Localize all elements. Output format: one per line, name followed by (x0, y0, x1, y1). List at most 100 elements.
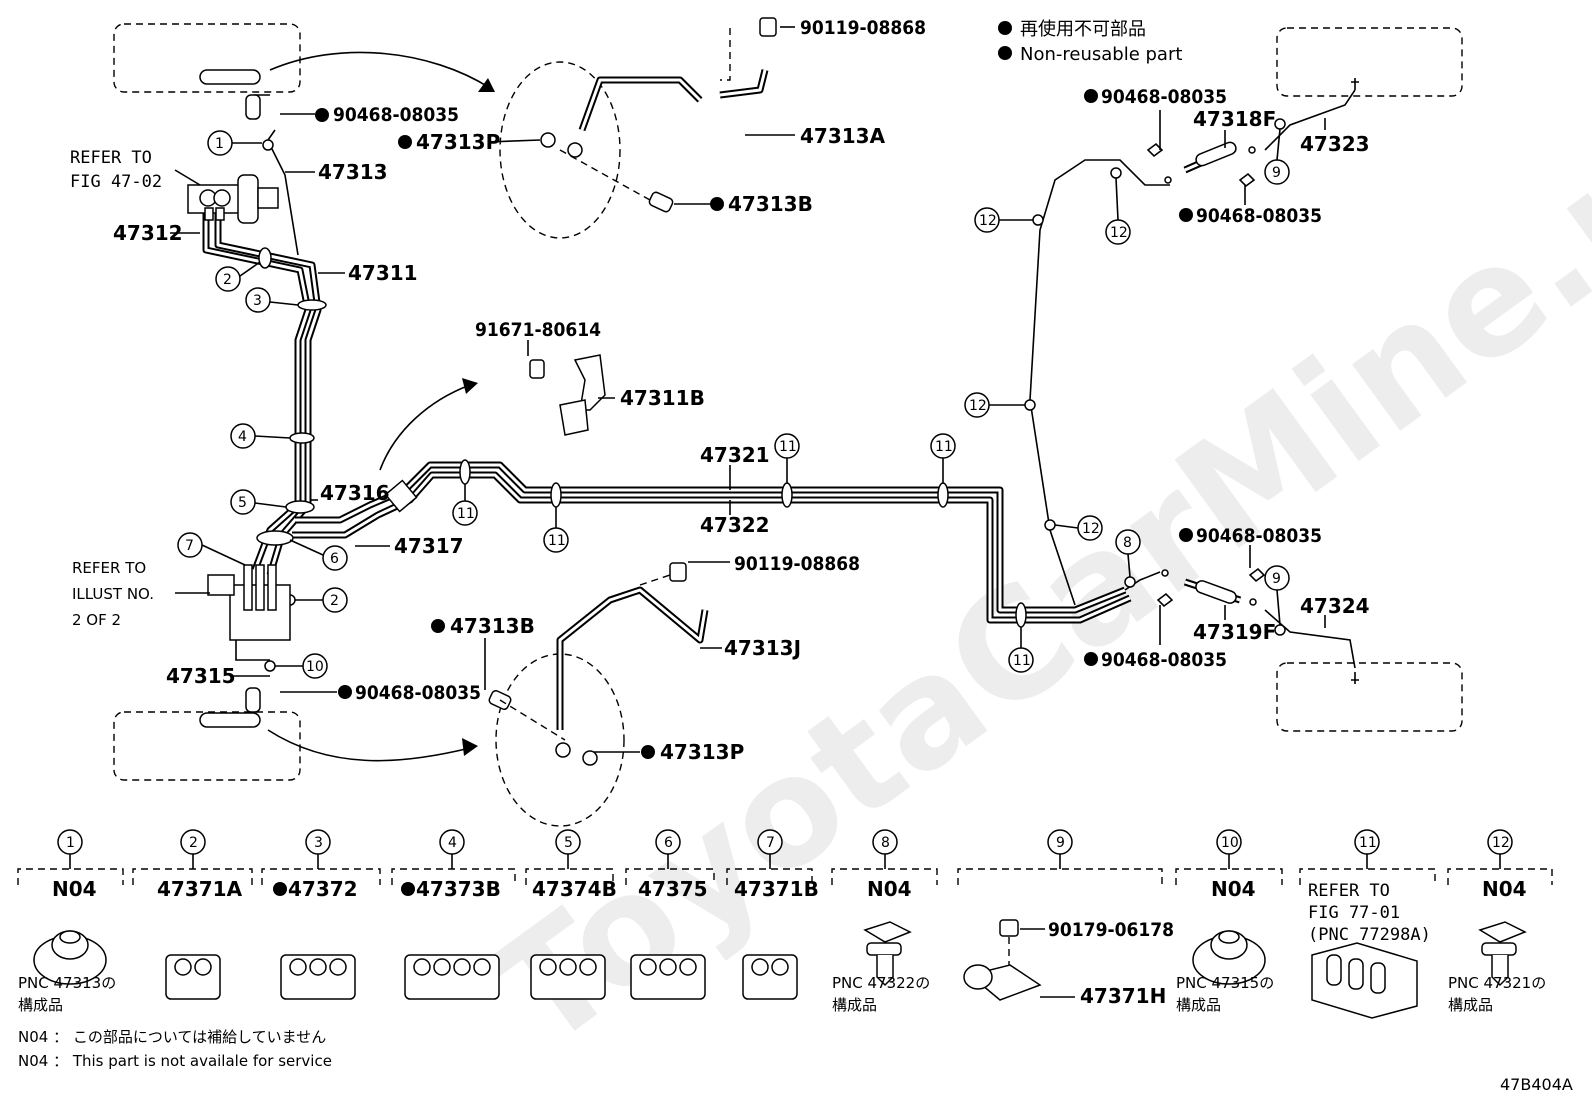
part-labels: REFER TO FIG 47-02 REFER TO ILLUST NO. 2… (70, 17, 1370, 764)
callout-11b: 11 (543, 507, 569, 553)
svg-text:6: 6 (330, 551, 339, 567)
clamp-sub-part: 90179-06178 (1048, 919, 1174, 941)
callout-11c: 11 (774, 433, 800, 483)
clamp-bracket (525, 868, 614, 885)
clamp-part-number: N04 (867, 877, 912, 901)
clamp-note: 構成品 (18, 996, 63, 1014)
label-90468-top: 90468-08035 (333, 104, 459, 126)
arrow-head-icon (462, 378, 478, 394)
svg-text:10: 10 (306, 659, 324, 675)
clamp-number: 3 (314, 835, 323, 851)
clamp-part-number: 47375 (638, 877, 708, 901)
clamp-part-number: 47371B (734, 877, 819, 901)
svg-text:12: 12 (969, 398, 987, 414)
clamp-note: 構成品 (832, 996, 877, 1014)
bolt-icon (999, 919, 1019, 937)
callout-2b: 2 (295, 587, 348, 613)
footnote-jp: N04 ： この部品については補給していません (18, 1028, 326, 1046)
callout-8: 8 (1115, 529, 1141, 578)
arrow-curve (267, 729, 471, 762)
callout-11a: 11 (452, 484, 478, 526)
callout-12d: 12 (1054, 515, 1103, 541)
refer-illust-line3: 2 OF 2 (72, 611, 121, 629)
svg-text:11: 11 (1013, 653, 1031, 669)
callout-circles: 1 2 3 4 5 6 7 2 10 11 11 11 11 11 12 12 … (177, 128, 1290, 679)
svg-text:3: 3 (253, 293, 262, 309)
clamp-bracket (391, 868, 516, 885)
clamp-part-number: 47371A (157, 877, 243, 901)
arrow-head-icon (478, 78, 495, 92)
footnote-en: N04 ： This part is not availale for serv… (18, 1052, 332, 1070)
clamp-part-number: N04 (1482, 877, 1527, 901)
legend-bullet-icon (998, 21, 1012, 35)
clamp-bracket (132, 868, 253, 885)
clamp-refer-line: (PNC 77298A) (1308, 925, 1431, 945)
label-47313P-bot: 47313P (660, 740, 744, 764)
clamp-number: 11 (1359, 835, 1377, 851)
arrow-curve (269, 51, 491, 89)
clamp-number: 10 (1221, 835, 1239, 851)
label-47313B-top: 47313B (728, 192, 813, 216)
direction-arrows (267, 51, 495, 762)
clamp-number: 1 (66, 835, 75, 851)
svg-text:11: 11 (779, 439, 797, 455)
label-90468-r2: 90468-08035 (1196, 205, 1322, 227)
label-47312: 47312 (113, 221, 183, 245)
clamp-part-number: N04 (52, 877, 97, 901)
clamp-note: PNC 47321の (1448, 974, 1546, 992)
label-47313: 47313 (318, 160, 388, 184)
clamp-bracket (726, 868, 813, 885)
clamp-bracket (957, 868, 1163, 885)
push-clip-icon (863, 921, 912, 943)
components (187, 17, 1359, 766)
callout-12a: 12 (974, 207, 1033, 233)
label-90468-r4: 90468-08035 (1101, 649, 1227, 671)
rear-right-area (1276, 662, 1463, 732)
clamp-item-6: 6 47375 (625, 829, 715, 1000)
legend: 再使用不可部品 Non-reusable part (998, 19, 1182, 65)
svg-text:11: 11 (935, 439, 953, 455)
label-47313J: 47313J (724, 636, 801, 660)
clamp-part-number: 47372 (288, 877, 358, 901)
svg-text:9: 9 (1272, 165, 1281, 181)
clamp-number: 8 (881, 835, 890, 851)
legend-jp: 再使用不可部品 (1020, 19, 1146, 40)
label-47318F: 47318F (1193, 107, 1276, 131)
clamp-number: 2 (189, 835, 198, 851)
bracket-47311b (573, 354, 606, 411)
callout-6: 6 (289, 539, 348, 571)
svg-text:4: 4 (238, 429, 247, 445)
svg-text:11: 11 (457, 506, 475, 522)
clamp-part-number: 47374B (532, 877, 617, 901)
clamp-note: 構成品 (1176, 996, 1221, 1014)
svg-text:5: 5 (238, 495, 247, 511)
callout-12c: 12 (964, 392, 1025, 418)
clamp-part-number: N04 (1211, 877, 1256, 901)
svg-text:12: 12 (1110, 225, 1128, 241)
clamp-number: 7 (766, 835, 775, 851)
label-90468-r1: 90468-08035 (1101, 86, 1227, 108)
label-47313A: 47313A (800, 124, 886, 148)
refer-fig-line1: REFER TO (70, 148, 152, 168)
svg-text:2: 2 (330, 593, 339, 609)
clamp-refer-line: FIG 77-01 (1308, 903, 1400, 923)
figure-code: 47B404A (1500, 1075, 1573, 1094)
label-90468-bot: 90468-08035 (355, 682, 481, 704)
clamp-note: PNC 47322の (832, 974, 930, 992)
pipe-joint (384, 479, 418, 513)
callout-11d: 11 (930, 433, 956, 483)
callout-1: 1 (207, 130, 262, 156)
clamp-number: 6 (664, 835, 673, 851)
clamp-bracket (1299, 868, 1436, 885)
svg-text:11: 11 (548, 533, 566, 549)
legend-en: Non-reusable part (1020, 44, 1182, 65)
leader-lines (170, 26, 1326, 753)
label-47316: 47316 (320, 481, 390, 505)
callout-9a: 9 (1264, 128, 1290, 185)
callout-2: 2 (215, 261, 261, 292)
label-90119-mid: 90119-08868 (734, 553, 860, 575)
svg-text:2: 2 (223, 272, 232, 288)
